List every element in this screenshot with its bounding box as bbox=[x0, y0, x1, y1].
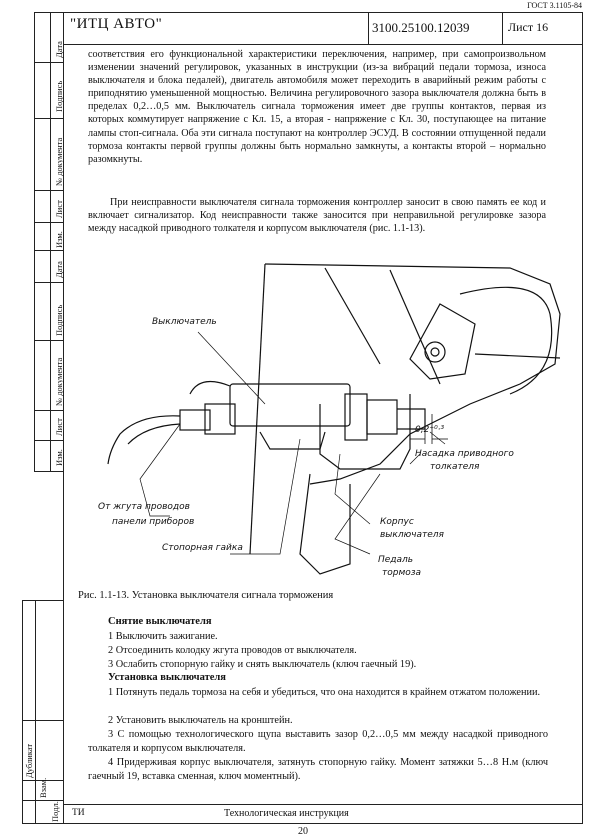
side-label-replaced: Взам. bbox=[38, 777, 48, 798]
side-strip-inner bbox=[50, 12, 64, 472]
label-pedal-2: тормоза bbox=[382, 568, 421, 578]
page-number: 20 bbox=[298, 826, 308, 837]
header-divider-v1 bbox=[368, 12, 369, 44]
label-harness-1: От жгута проводов bbox=[98, 502, 190, 512]
removal-step-1: 1 Выключить зажигание. bbox=[108, 631, 218, 642]
side-label-sheet-1: Лист bbox=[54, 200, 64, 218]
install-step-3: 3 С помощью технологического щупа выстав… bbox=[88, 729, 548, 754]
paragraph-1: соответствия его функциональной характер… bbox=[88, 49, 546, 165]
document-number: 3100.25100.12039 bbox=[372, 20, 470, 35]
footer-title: Технологическая инструкция bbox=[224, 808, 349, 819]
install-title: Установка выключателя bbox=[108, 672, 226, 683]
side-label-docnum-1: № документа bbox=[54, 137, 64, 186]
bottom-side-strip bbox=[22, 600, 63, 824]
label-harness-2: панели приборов bbox=[112, 517, 194, 527]
paragraph-2: При неисправности выключателя сигнала то… bbox=[88, 197, 546, 235]
label-tip-2: толкателя bbox=[430, 462, 480, 472]
switch-installation-figure: Выключатель От жгута проводов панели при… bbox=[98, 263, 561, 578]
sheet-label: Лист 16 bbox=[508, 20, 549, 34]
side-label-docnum-2: № документа bbox=[54, 357, 64, 406]
install-step-2: 2 Установить выключатель на кронштейн. bbox=[108, 715, 293, 726]
figure-caption: Рис. 1.1-13. Установка выключателя сигна… bbox=[78, 590, 334, 601]
install-step-1: 1 Потянуть педаль тормоза на себя и убед… bbox=[108, 687, 541, 698]
removal-title: Снятие выключателя bbox=[108, 616, 212, 627]
removal-step-3: 3 Ослабить стопорную гайку и снять выклю… bbox=[108, 659, 417, 670]
company-name: "ИТЦ АВТО" bbox=[70, 16, 163, 32]
gost-stamp: ГОСТ 3.1105-84 bbox=[527, 1, 582, 10]
side-label-original: Подл. bbox=[50, 801, 60, 822]
removal-step-2: 2 Отсоединить колодку жгута проводов от … bbox=[108, 645, 357, 656]
install-step-4: 4 Придерживая корпус выключателя, затяну… bbox=[88, 757, 548, 782]
label-switch: Выключатель bbox=[152, 317, 217, 327]
header-divider bbox=[63, 44, 583, 45]
side-label-change-2: Изм. bbox=[54, 449, 64, 466]
side-label-change-1: Изм. bbox=[54, 231, 64, 248]
side-strip bbox=[34, 12, 63, 472]
side-label-signature-1: Подпись bbox=[54, 80, 64, 112]
side-label-signature-2: Подпись bbox=[54, 304, 64, 336]
label-tip-1: Насадка приводного bbox=[415, 449, 514, 459]
side-label-sheet-2: Лист bbox=[54, 418, 64, 436]
side-label-date-2: Дата bbox=[54, 261, 64, 278]
side-label-date-1: Дата bbox=[54, 41, 64, 58]
page-frame bbox=[63, 12, 583, 824]
footer-divider bbox=[63, 804, 583, 805]
side-label-duplicate: Дубликат bbox=[24, 743, 34, 778]
label-lock-nut: Стопорная гайка bbox=[162, 543, 243, 553]
header-divider-v2 bbox=[502, 12, 503, 44]
label-body-2: выключателя bbox=[380, 530, 445, 540]
footer-doc-type: ТИ bbox=[72, 808, 85, 818]
label-body-1: Корпус bbox=[380, 517, 414, 527]
label-pedal-1: Педаль bbox=[378, 555, 413, 565]
label-gap: 0,2⁺⁰·³ bbox=[415, 425, 445, 435]
